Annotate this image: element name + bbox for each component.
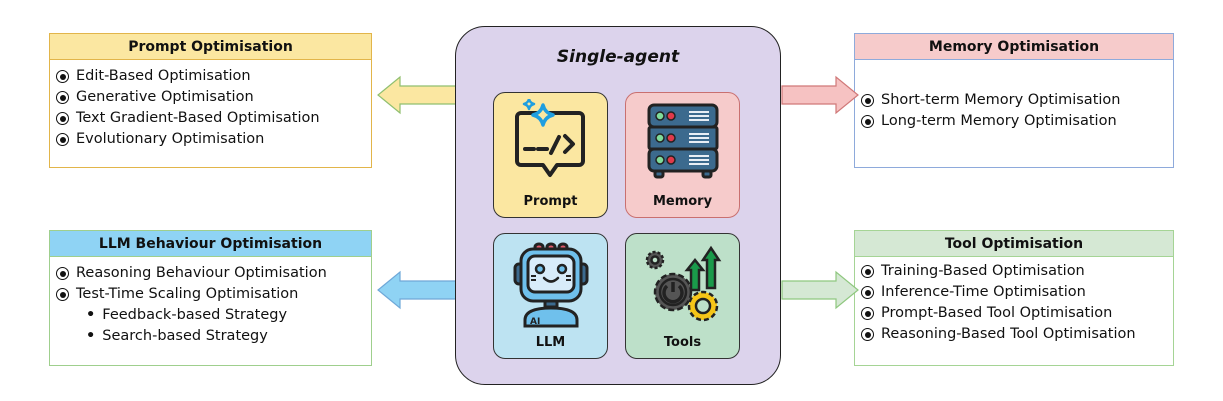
- prompt-optimisation-title: Prompt Optimisation: [50, 34, 371, 60]
- radio-bullet-icon: [861, 265, 874, 278]
- arrow-left-to-prompt-icon: [377, 75, 457, 115]
- list-item: Reasoning-Based Tool Optimisation: [861, 324, 1173, 345]
- radio-bullet-icon: [861, 94, 874, 107]
- code-bubble-icon: [515, 99, 585, 177]
- server-icon: [647, 103, 719, 179]
- tool-optimisation-list: Training-Based Optimisation Inference-Ti…: [855, 257, 1173, 345]
- radio-bullet-icon: [56, 288, 69, 301]
- tool-optimisation-title: Tool Optimisation: [855, 231, 1173, 257]
- llm-behaviour-optimisation-title: LLM Behaviour Optimisation: [50, 231, 371, 257]
- tool-optimisation-box: Tool Optimisation Training-Based Optimis…: [854, 230, 1174, 366]
- single-agent-container: Single-agent Prompt: [455, 26, 781, 385]
- llm-behaviour-optimisation-box: LLM Behaviour Optimisation Reasoning Beh…: [49, 230, 372, 366]
- list-item: Short-term Memory Optimisation: [861, 90, 1173, 111]
- prompt-optimisation-list: Edit-Based Optimisation Generative Optim…: [50, 60, 371, 150]
- radio-bullet-icon: [861, 286, 874, 299]
- radio-bullet-icon: [56, 112, 69, 125]
- arrow-left-to-llm-icon: [377, 270, 457, 310]
- memory-optimisation-title: Memory Optimisation: [855, 34, 1173, 60]
- list-item: Prompt-Based Tool Optimisation: [861, 303, 1173, 324]
- arrow-right-to-memory-icon: [781, 75, 859, 115]
- sub-list-item: •Feedback-based Strategy: [56, 305, 371, 326]
- list-item: Edit-Based Optimisation: [56, 66, 371, 87]
- dot-bullet-icon: •: [86, 328, 96, 344]
- svg-text:AI: AI: [530, 317, 540, 327]
- list-item: Text Gradient-Based Optimisation: [56, 108, 371, 129]
- memory-optimisation-list: Short-term Memory Optimisation Long-term…: [855, 60, 1173, 132]
- llm-tile-label: LLM: [535, 335, 566, 350]
- robot-icon: AI: [513, 242, 589, 328]
- tools-tile-label: Tools: [663, 335, 702, 350]
- arrow-right-to-tool-icon: [781, 270, 859, 310]
- list-item: Generative Optimisation: [56, 87, 371, 108]
- dot-bullet-icon: •: [86, 307, 96, 323]
- radio-bullet-icon: [56, 267, 69, 280]
- tools-tile: Tools: [625, 233, 740, 359]
- list-item: Training-Based Optimisation: [861, 261, 1173, 282]
- radio-bullet-icon: [56, 70, 69, 83]
- llm-tile: AI LLM: [493, 233, 608, 359]
- prompt-optimisation-box: Prompt Optimisation Edit-Based Optimisat…: [49, 33, 372, 168]
- radio-bullet-icon: [56, 91, 69, 104]
- memory-tile-label: Memory: [652, 194, 713, 209]
- sub-list-item: •Search-based Strategy: [56, 326, 371, 347]
- list-item: Long-term Memory Optimisation: [861, 111, 1173, 132]
- radio-bullet-icon: [56, 133, 69, 146]
- prompt-tile-label: Prompt: [523, 194, 578, 209]
- gears-icon: [645, 245, 722, 322]
- prompt-tile: Prompt: [493, 92, 608, 218]
- llm-behaviour-optimisation-list: Reasoning Behaviour Optimisation Test-Ti…: [50, 257, 371, 347]
- radio-bullet-icon: [861, 115, 874, 128]
- memory-tile: Memory: [625, 92, 740, 218]
- list-item: Test-Time Scaling Optimisation: [56, 284, 371, 305]
- radio-bullet-icon: [861, 307, 874, 320]
- radio-bullet-icon: [861, 328, 874, 341]
- list-item: Reasoning Behaviour Optimisation: [56, 263, 371, 284]
- list-item: Evolutionary Optimisation: [56, 129, 371, 150]
- memory-optimisation-box: Memory Optimisation Short-term Memory Op…: [854, 33, 1174, 168]
- single-agent-title: Single-agent: [556, 47, 680, 67]
- list-item: Inference-Time Optimisation: [861, 282, 1173, 303]
